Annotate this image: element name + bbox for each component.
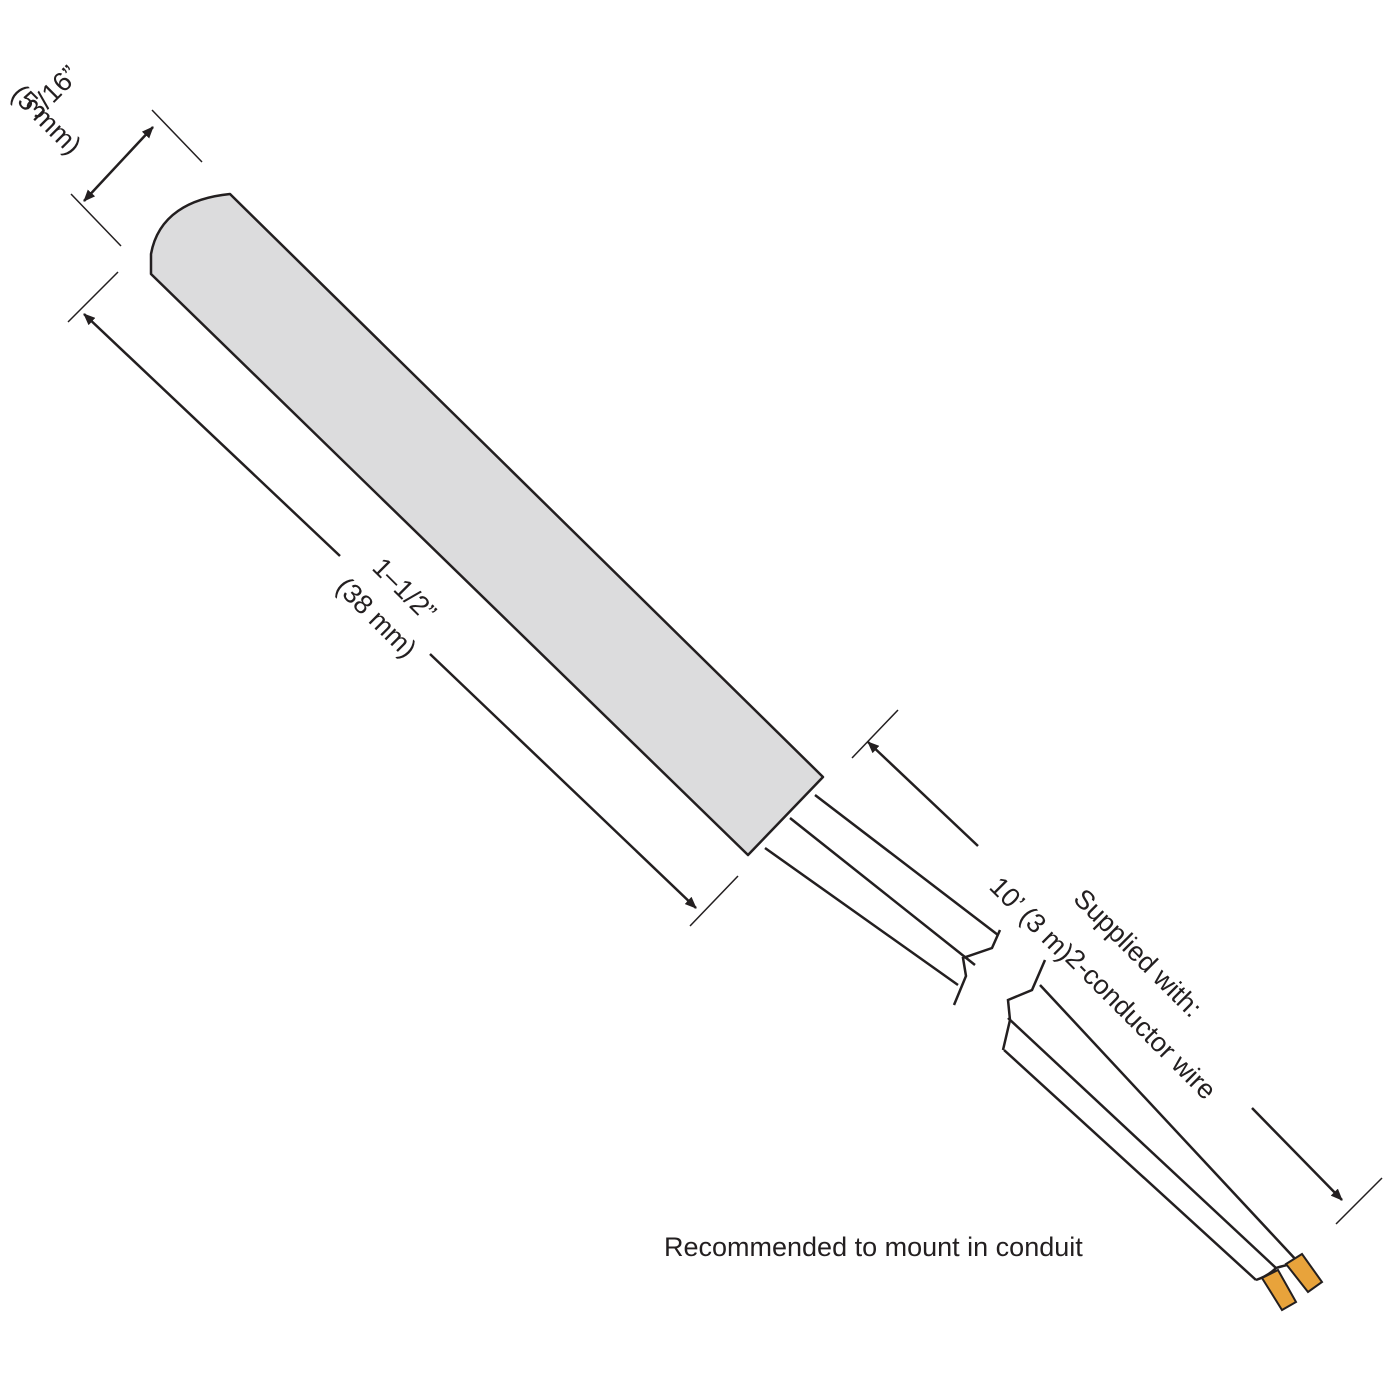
conductor-end-lower	[1260, 1268, 1298, 1312]
conductor-end-upper	[1284, 1252, 1324, 1294]
mounting-note: Recommended to mount in conduit	[664, 1232, 1083, 1262]
wire-divider	[789, 817, 976, 966]
wire-break-left	[952, 929, 1002, 1006]
wire-upper-segment	[740, 790, 1000, 990]
wire-length-label: 10’ (3 m)	[984, 871, 1080, 967]
wire-lower-segment	[1003, 984, 1299, 1290]
wire-divider-lower	[1007, 1017, 1277, 1269]
sensor-body	[149, 192, 825, 857]
wire-edge-top	[814, 794, 999, 936]
wire-edge-bottom	[764, 846, 959, 987]
wire-break-right	[1001, 959, 1047, 1051]
wire-edge-bottom-lower	[1003, 1049, 1257, 1281]
wire-edge-top-lower	[1039, 984, 1299, 1263]
